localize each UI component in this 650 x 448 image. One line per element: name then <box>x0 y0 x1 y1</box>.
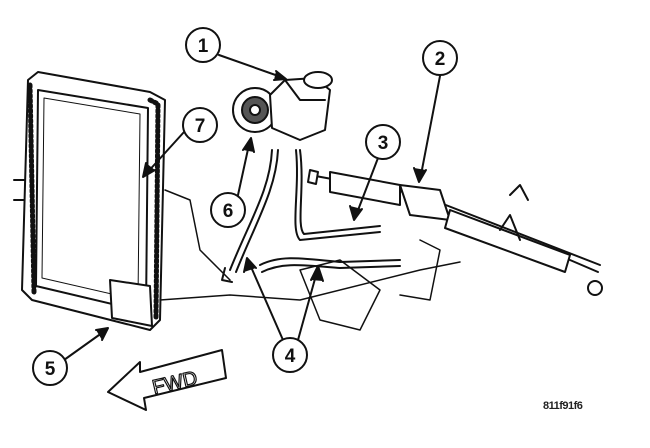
svg-text:7: 7 <box>195 116 206 137</box>
callout-5: 5 <box>32 350 68 386</box>
hoses <box>221 149 401 283</box>
svg-text:2: 2 <box>435 49 446 70</box>
callout-4: 4 <box>272 337 308 373</box>
steering-gear <box>307 169 603 296</box>
svg-text:5: 5 <box>45 359 56 380</box>
svg-text:1: 1 <box>198 36 209 57</box>
radiator <box>13 71 166 331</box>
callout-1: 1 <box>185 27 221 63</box>
forward-arrow-icon: FWD <box>107 349 227 411</box>
figure-code: 811f91f6 <box>543 400 583 412</box>
power-steering-pump <box>232 71 333 141</box>
callout-3: 3 <box>365 124 401 160</box>
svg-text:3: 3 <box>378 133 389 154</box>
callout-2: 2 <box>422 40 458 76</box>
callout-6: 6 <box>210 192 246 228</box>
leader-lines <box>63 54 441 361</box>
svg-text:4: 4 <box>285 346 296 367</box>
callout-7: 7 <box>182 107 218 143</box>
svg-text:6: 6 <box>223 201 234 222</box>
